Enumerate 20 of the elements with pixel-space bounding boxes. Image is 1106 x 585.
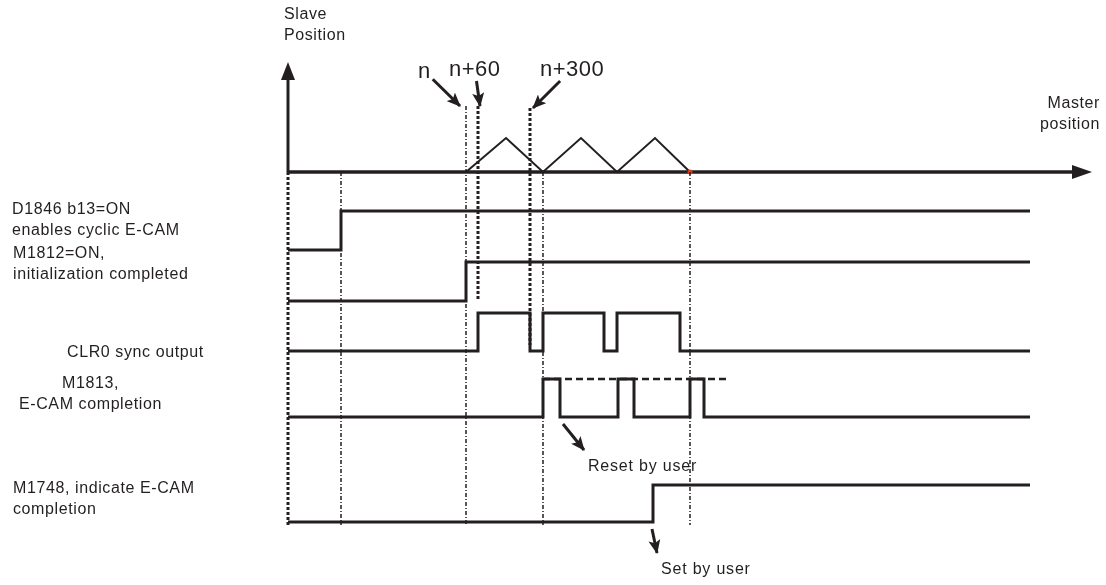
signal-label: D1846 b13=ON enables cyclic E-CAM bbox=[12, 199, 180, 240]
annotation-text: n bbox=[418, 60, 431, 82]
timing-guide-line bbox=[476, 106, 480, 300]
annotation-text: n+300 bbox=[540, 58, 605, 80]
annotation-text: Set by user bbox=[661, 561, 751, 577]
timing-guide-line bbox=[465, 105, 467, 526]
leader-arrow bbox=[472, 80, 485, 107]
leader-arrow bbox=[648, 528, 661, 554]
timing-guide-line bbox=[528, 108, 532, 345]
axis-label: Slave Position bbox=[284, 4, 346, 45]
leader-arrow bbox=[431, 78, 462, 108]
signal-label: M1813, E-CAM completion bbox=[18, 373, 163, 414]
annotation-text: n+60 bbox=[449, 58, 501, 80]
leader-arrow bbox=[561, 423, 586, 451]
signal-label: CLR0 sync output bbox=[67, 342, 204, 362]
annotation-text: Reset by user bbox=[588, 458, 698, 474]
signal-label: M1812=ON, initialization completed bbox=[13, 243, 189, 284]
axis-label: Master position bbox=[1039, 93, 1100, 134]
signal-label: M1748, indicate E-CAM completion bbox=[13, 478, 195, 519]
leader-arrow bbox=[531, 79, 562, 110]
